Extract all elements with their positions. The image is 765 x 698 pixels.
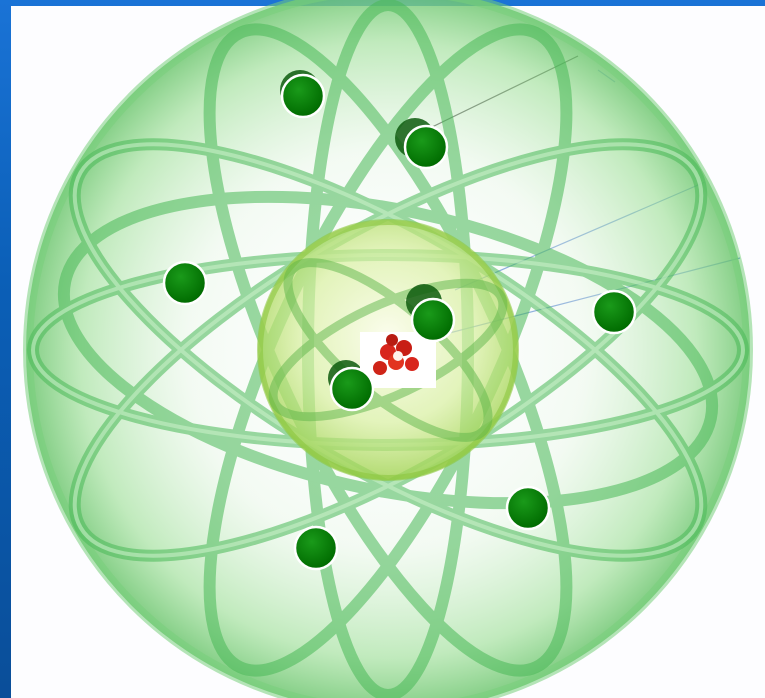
electron-icon — [282, 75, 324, 117]
electron-icon — [405, 126, 447, 168]
electron-icon — [295, 527, 337, 569]
electron-icon — [593, 291, 635, 333]
electron-icon — [412, 299, 454, 341]
electron-icon — [507, 487, 549, 529]
nucleon — [373, 361, 387, 375]
electron-icon — [164, 262, 206, 304]
electron-icon — [331, 368, 373, 410]
nucleon — [405, 357, 419, 371]
nucleon — [393, 351, 403, 361]
nucleon — [386, 334, 398, 346]
